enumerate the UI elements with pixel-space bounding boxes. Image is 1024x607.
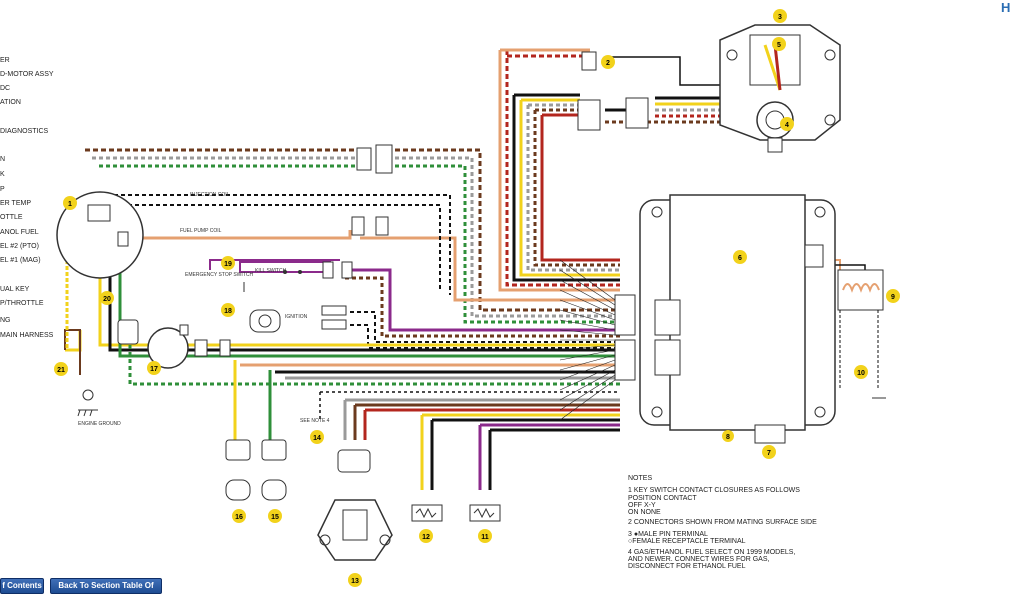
connector-sensor-b [375, 144, 393, 174]
callout: 15 [271, 514, 279, 521]
legend-item: NG [0, 317, 11, 324]
component-legend: ER D-MOTOR ASSY DC ATION DIAGNOSTICS N K… [0, 0, 80, 380]
throttle-position-sensor [317, 449, 393, 561]
connector-20 [117, 319, 139, 345]
note-line: ON NONE [628, 509, 661, 516]
coil-9 [837, 269, 884, 390]
callout: 9 [891, 294, 895, 301]
callout: 17 [150, 366, 158, 373]
note-line: DISCONNECT FOR ETHANOL FUEL [628, 563, 746, 570]
callout-markers: 1 2 3 4 5 6 7 8 9 10 11 12 13 14 15 16 1… [54, 9, 900, 587]
ignition-label: IGNITION [285, 314, 308, 320]
legend-item: D-MOTOR ASSY [0, 71, 54, 78]
kill-switch-label: KILL SWITCH [255, 268, 287, 274]
legend-item: MAIN HARNESS [0, 332, 54, 339]
fuel-pump-label: FUEL PUMP COIL [180, 228, 222, 234]
contents-button[interactable]: f Contents [0, 578, 44, 594]
callout: 3 [778, 14, 782, 21]
callout: 14 [313, 435, 321, 442]
callout: 19 [224, 261, 232, 268]
note-line: 1 KEY SWITCH CONTACT CLOSURES AS FOLLOWS [628, 487, 800, 494]
callout: 6 [738, 255, 742, 262]
connector-sensor-a [356, 147, 372, 171]
connector-throttle-b [625, 97, 649, 129]
note-line: POSITION CONTACT [628, 495, 697, 502]
note-line: ○FEMALE RECEPTACLE TERMINAL [628, 538, 746, 545]
connector-fuel-b [375, 216, 389, 236]
legend-item: P/THROTTLE [0, 300, 44, 307]
injection-label: INJECTION COIL [190, 192, 230, 198]
legend-item: UAL KEY [0, 286, 30, 293]
temp-sensor-15 [261, 439, 287, 501]
injector-12 [411, 504, 443, 522]
callout: 16 [235, 514, 243, 521]
engine-ground-label: ENGINE GROUND [78, 421, 121, 427]
fan-in-lines [559, 259, 616, 421]
callout: 18 [224, 308, 232, 315]
ground-symbols [77, 389, 886, 417]
legend-item: ANOL FUEL [0, 229, 39, 236]
legend-item: DC [0, 85, 11, 92]
callout: 8 [726, 434, 730, 441]
ecu-module [614, 194, 836, 444]
callout: 1 [68, 201, 72, 208]
callout: 20 [103, 296, 111, 303]
legend-item: N [0, 156, 6, 163]
legend-item: EL #2 (PTO) [0, 243, 39, 250]
legend-item: K [0, 171, 5, 178]
see-note-label: SEE NOTE 4 [300, 418, 330, 424]
callout: 2 [606, 60, 610, 67]
corner-letter: H [1001, 0, 1011, 15]
fuel-pump [147, 324, 231, 369]
temp-sensor-16 [225, 439, 251, 501]
callout: 11 [481, 534, 489, 541]
legend-item: ER TEMP [0, 200, 31, 207]
legend-item: DIAGNOSTICS [0, 128, 49, 135]
callout: 12 [422, 534, 430, 541]
legend-item: P [0, 186, 5, 193]
callout: 4 [785, 122, 789, 129]
notes-heading: NOTES [628, 475, 653, 482]
legend-item: ER [0, 57, 10, 64]
legend-item: OTTLE [0, 214, 23, 221]
note-line: AND NEWER. CONNECT WIRES FOR GAS, [628, 556, 770, 563]
callout: 13 [351, 578, 359, 585]
callout: 7 [767, 450, 771, 457]
note-line: 4 GAS/ETHANOL FUEL SELECT ON 1999 MODELS… [628, 549, 796, 556]
kill-switch-assembly [239, 261, 353, 292]
callout: 21 [57, 367, 65, 374]
connector-throttle-a [577, 99, 601, 131]
injector-11 [469, 504, 501, 522]
note-line: 2 CONNECTORS SHOWN FROM MATING SURFACE S… [628, 519, 817, 526]
back-to-section-button[interactable]: Back To Section Table Of Contents [50, 578, 162, 604]
callout: 5 [777, 42, 781, 49]
emergency-stop-label: EMERGENCY STOP SWITCH [185, 272, 253, 278]
legend-item: ATION [0, 99, 21, 106]
legend-item: EL #1 (MAG) [0, 257, 41, 264]
connector-2 [581, 51, 597, 71]
callout: 10 [857, 370, 865, 377]
connector-fuel-a [351, 216, 365, 236]
ignition-switch [249, 305, 347, 333]
note-line: 3 ●MALE PIN TERMINAL [628, 531, 708, 538]
note-line: OFF X-Y [628, 502, 656, 509]
stator-assembly [56, 191, 144, 279]
